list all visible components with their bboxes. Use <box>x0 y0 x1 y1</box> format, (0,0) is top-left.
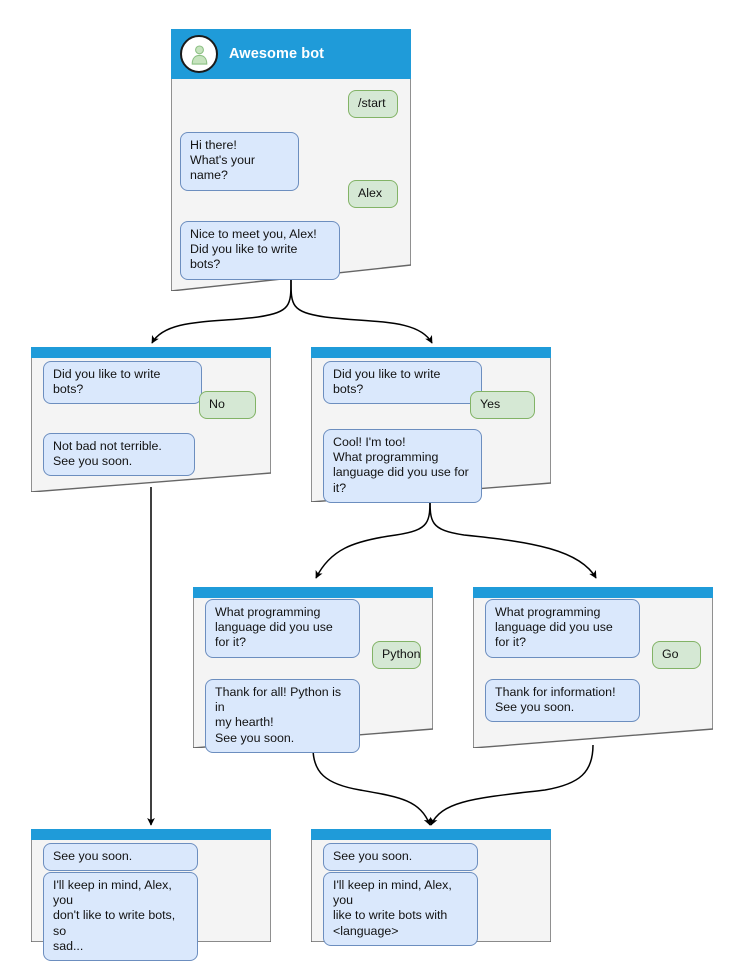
bubble-start-1: Hi there! What's your name? <box>180 132 299 191</box>
bubble-python-2: Thank for all! Python is in my hearth! S… <box>205 679 360 753</box>
bubble-end-sad-1: I'll keep in mind, Alex, you don't like … <box>43 872 198 962</box>
edge-yes-to-go <box>429 496 597 579</box>
node-start-title: Awesome bot <box>229 46 325 62</box>
node-yes-branch-header <box>311 347 551 358</box>
bubble-yes-1: Yes <box>470 391 535 420</box>
bubble-go-2: Thank for information! See you soon. <box>485 679 640 723</box>
person-avatar-icon <box>180 35 218 73</box>
node-end-sad[interactable]: See you soon. I'll keep in mind, Alex, y… <box>31 829 271 962</box>
bubble-yes-0: Did you like to write bots? <box>323 361 482 405</box>
node-python-branch[interactable]: What programming language did you use fo… <box>193 587 433 753</box>
bubble-no-1: No <box>199 391 256 420</box>
node-start[interactable]: Awesome bot /start Hi there! What's your… <box>171 29 411 291</box>
node-end-sad-header <box>31 829 271 840</box>
bubble-end-sad-0: See you soon. <box>43 843 198 872</box>
edge-go-to-end-happy <box>430 744 594 826</box>
node-yes-branch[interactable]: Did you like to write bots? Yes Cool! I'… <box>311 347 551 503</box>
bubble-start-0: /start <box>348 90 398 119</box>
bubble-no-2: Not bad not terrible. See you soon. <box>43 433 195 477</box>
node-go-branch-header <box>473 587 713 598</box>
node-go-branch[interactable]: What programming language did you use fo… <box>473 587 713 748</box>
node-start-header: Awesome bot <box>171 29 411 79</box>
bubble-end-happy-1: I'll keep in mind, Alex, you like to wri… <box>323 872 478 946</box>
bubble-python-1: Python <box>372 641 421 670</box>
bubble-end-happy-0: See you soon. <box>323 843 478 872</box>
bubble-go-0: What programming language did you use fo… <box>485 599 640 658</box>
edge-yes-to-python <box>315 496 431 579</box>
bubble-start-3: Nice to meet you, Alex! Did you like to … <box>180 221 340 280</box>
node-no-branch-header <box>31 347 271 358</box>
bubble-no-0: Did you like to write bots? <box>43 361 202 405</box>
node-end-happy-header <box>311 829 551 840</box>
edge-python-to-end-happy <box>312 747 432 826</box>
node-python-branch-header <box>193 587 433 598</box>
bubble-start-2: Alex <box>348 180 398 209</box>
bubble-go-1: Go <box>652 641 701 670</box>
node-end-happy[interactable]: See you soon. I'll keep in mind, Alex, y… <box>311 829 551 946</box>
bubble-python-0: What programming language did you use fo… <box>205 599 360 658</box>
node-no-branch[interactable]: Did you like to write bots? No Not bad n… <box>31 347 271 492</box>
bubble-yes-2: Cool! I'm too! What programming language… <box>323 429 482 503</box>
